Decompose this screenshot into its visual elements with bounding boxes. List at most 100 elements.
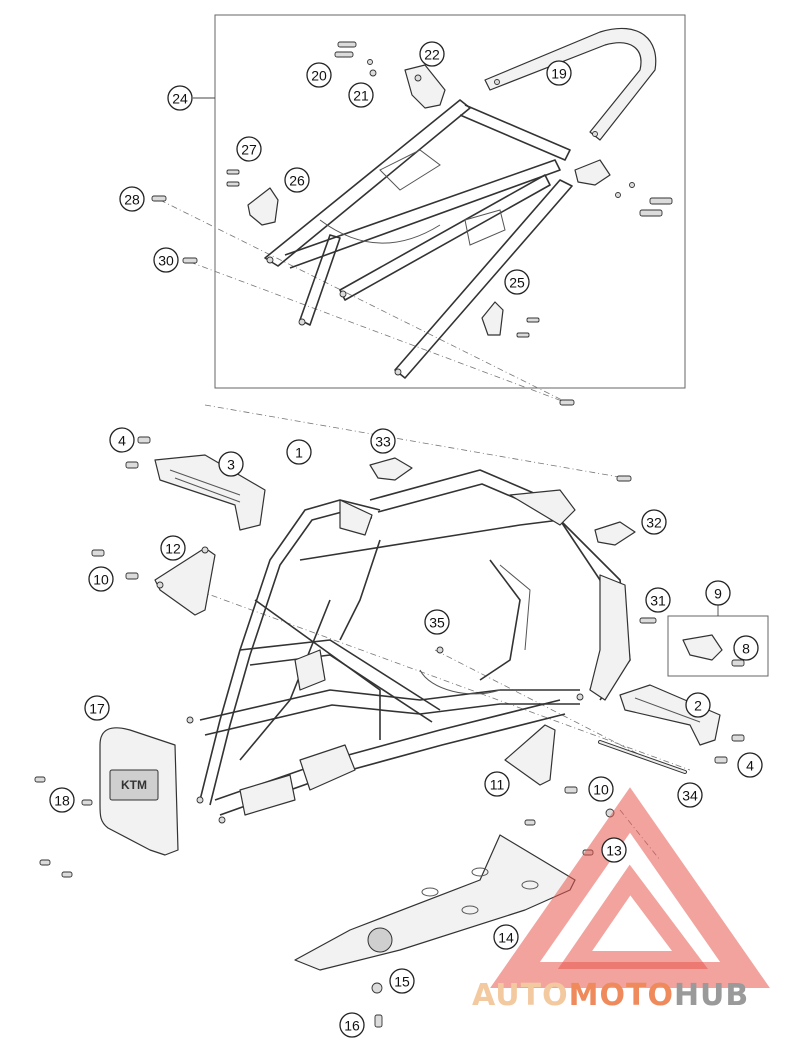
- callout-18: 18: [49, 787, 75, 813]
- callout-number: 17: [89, 701, 105, 717]
- callout-number: 2: [694, 698, 702, 714]
- callout-number: 14: [498, 930, 514, 946]
- bracket-right[interactable]: [574, 159, 611, 186]
- watermark-moto: MOTO: [569, 978, 674, 1013]
- plate-11[interactable]: [504, 724, 556, 786]
- watermark-text: AUTOMOTOHUB: [472, 978, 749, 1013]
- callout-34: 34: [677, 782, 703, 808]
- callout-16: 16: [339, 1012, 365, 1038]
- clamp-8[interactable]: [682, 634, 745, 667]
- callout-number: 26: [289, 173, 305, 189]
- callout-number: 16: [344, 1018, 360, 1034]
- callout-25: 25: [504, 269, 530, 295]
- callout-14: 14: [493, 924, 519, 950]
- callout-11: 11: [484, 771, 510, 797]
- callout-28: 28: [119, 186, 145, 212]
- callout-number: 13: [606, 843, 622, 859]
- watermark-triangle: [490, 787, 770, 988]
- bolt-icon: [649, 197, 673, 205]
- bolt-icon: [81, 799, 93, 806]
- watermark: AUTOMOTOHUB: [472, 787, 770, 1013]
- callout-22: 22: [419, 41, 445, 67]
- bolt-icon: [616, 475, 632, 482]
- plate-12[interactable]: [154, 546, 216, 616]
- subframe-group-box: [214, 14, 686, 389]
- callout-number: 20: [311, 68, 327, 84]
- watermark-auto: AUTO: [472, 978, 569, 1013]
- callout-number: 4: [118, 433, 126, 449]
- bolt-icon: [374, 1014, 383, 1028]
- bolt-icon: [125, 572, 139, 580]
- bolt-icon: [714, 756, 728, 764]
- callout-number: 9: [714, 586, 722, 602]
- callout-17: 17: [84, 695, 110, 721]
- bolt-icon: [226, 181, 240, 187]
- subframe[interactable]: [264, 99, 573, 379]
- callout-number: 3: [227, 457, 235, 473]
- watermark-hub: HUB: [674, 978, 749, 1013]
- callout-30: 30: [153, 247, 179, 273]
- pad-33[interactable]: [369, 457, 413, 481]
- bolt-icon: [137, 436, 151, 444]
- callout-number: 19: [551, 66, 567, 82]
- callout-number: 35: [429, 615, 445, 631]
- callout-number: 25: [509, 275, 525, 291]
- callout-4: 4: [109, 427, 135, 453]
- washer-icon: [436, 646, 444, 654]
- frame-guard[interactable]: KTM: [99, 727, 179, 856]
- callout-number: 31: [650, 593, 666, 609]
- grab-handle[interactable]: [484, 27, 657, 141]
- subframe-bolts: [151, 41, 673, 482]
- callout-number: 32: [646, 515, 662, 531]
- nut-icon: [371, 982, 383, 994]
- callout-number: 15: [394, 974, 410, 990]
- callout-31: 31: [645, 587, 671, 613]
- washer-icon: [629, 182, 635, 188]
- bolt-icon: [151, 195, 167, 202]
- bolt-icon: [91, 549, 105, 557]
- callout-10: 10: [88, 566, 114, 592]
- callout-number: 22: [424, 47, 440, 63]
- callout-12: 12: [160, 535, 186, 561]
- svg-text:KTM: KTM: [121, 778, 147, 792]
- bolt-icon: [516, 332, 530, 338]
- bolt-icon: [226, 169, 240, 175]
- callout-2: 2: [685, 692, 711, 718]
- callout-number: 27: [241, 142, 257, 158]
- footrest-right[interactable]: [619, 684, 721, 746]
- callout-21: 21: [348, 82, 374, 108]
- callout-9: 9: [705, 580, 731, 606]
- callout-13: 13: [601, 837, 627, 863]
- callout-number: 11: [490, 777, 505, 793]
- callout-number: 28: [124, 192, 140, 208]
- callout-3: 3: [218, 451, 244, 477]
- bolt-icon: [61, 871, 73, 878]
- callout-33: 33: [370, 428, 396, 454]
- main-frame[interactable]: [186, 469, 631, 824]
- callout-number: 34: [682, 788, 698, 804]
- callout-number: 10: [593, 782, 609, 798]
- bracket-26[interactable]: [247, 187, 279, 226]
- callout-number: 4: [746, 758, 754, 774]
- bracket-25[interactable]: [481, 301, 504, 336]
- callout-number: 12: [165, 541, 181, 557]
- callout-15: 15: [389, 968, 415, 994]
- callout-number: 33: [375, 434, 391, 450]
- callout-10: 10: [588, 776, 614, 802]
- callout-number: 10: [93, 572, 109, 588]
- callout-number: 18: [54, 793, 70, 809]
- bolt-icon: [182, 257, 198, 264]
- footrest-left[interactable]: [154, 454, 266, 531]
- pad-32[interactable]: [594, 521, 636, 546]
- callout-labels: 1234489101011121314151617181920212224252…: [49, 41, 763, 1038]
- bolt-icon: [524, 819, 536, 826]
- bolt-icon: [559, 399, 575, 406]
- long-bolt-34[interactable]: [598, 740, 687, 774]
- bracket-22[interactable]: [404, 64, 446, 109]
- bolt-icon: [39, 859, 51, 866]
- bolt-icon: [639, 209, 663, 217]
- washer-icon: [615, 192, 621, 198]
- bolt-icon: [337, 41, 357, 48]
- bolt-icon: [125, 461, 139, 469]
